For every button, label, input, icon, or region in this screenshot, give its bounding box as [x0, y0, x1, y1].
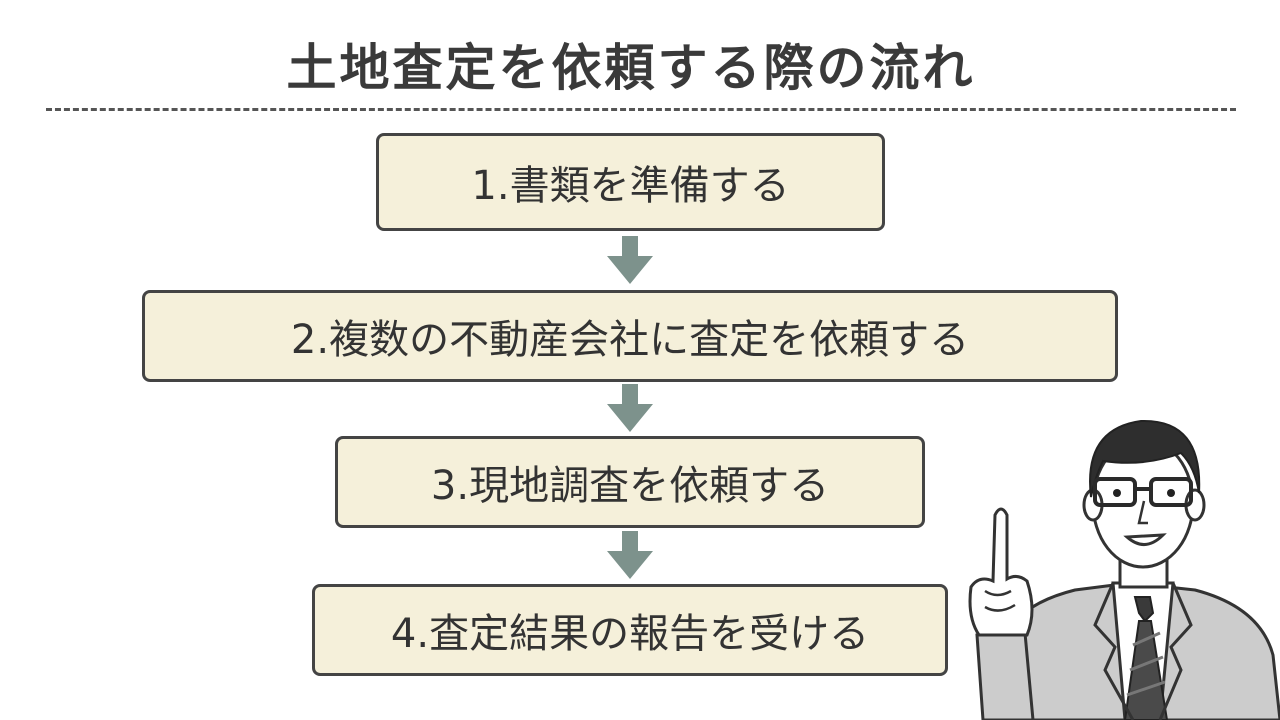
- title-divider: [46, 108, 1236, 111]
- down-arrow-icon: [607, 384, 653, 432]
- down-arrow-icon: [607, 531, 653, 579]
- step-4-box: 4.査定結果の報告を受ける: [312, 584, 948, 676]
- diagram-title: 土地査定を依頼する際の流れ: [286, 39, 976, 97]
- down-arrow-icon: [607, 236, 653, 284]
- businessman-illustration: [968, 419, 1280, 720]
- step-2-box: 2.複数の不動産会社に査定を依頼する: [142, 290, 1118, 382]
- step-3-box: 3.現地調査を依頼する: [335, 436, 925, 528]
- step-1-box: 1.書類を準備する: [376, 133, 885, 231]
